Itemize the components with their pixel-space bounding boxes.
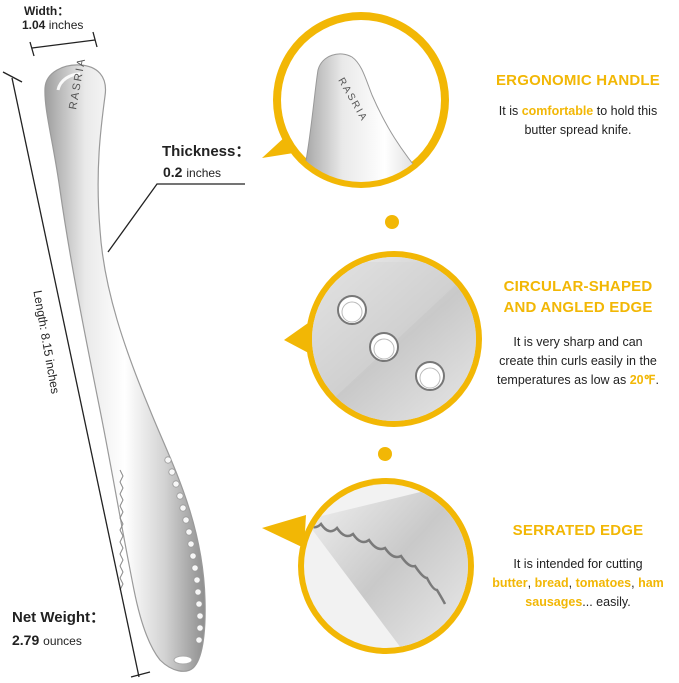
feature-text-serrated: It is intended for cutting butter, bread… [492, 557, 664, 609]
width-label: Width： [24, 4, 70, 18]
feature-circle-handle: RASRIA [262, 12, 449, 188]
thickness-label: Thickness： [162, 143, 251, 160]
feature-text-edge: It is very sharp and can create thin cur… [497, 335, 659, 387]
weight-label: Net Weight： [12, 609, 106, 626]
weight-value: 2.79 ounces [12, 632, 82, 648]
knife-body [44, 64, 206, 672]
feature-text-handle: It is comfortable to hold this butter sp… [498, 104, 658, 137]
feature-title-handle: ERGONOMIC HANDLE [495, 72, 661, 89]
feature-title-edge: CIRCULAR-SHAPED AND ANGLED EDGE [503, 278, 653, 316]
feature-circle-edge [284, 251, 482, 427]
width-value: 1.04 inches [22, 18, 84, 32]
feature-title-serrated: SERRATED EDGE [512, 522, 644, 539]
connector-dot [385, 215, 399, 229]
feature-circle-serrated [262, 478, 474, 654]
serration-holes [164, 456, 204, 644]
thickness-value: 0.2 inches [163, 164, 222, 180]
connector-dot [378, 447, 392, 461]
